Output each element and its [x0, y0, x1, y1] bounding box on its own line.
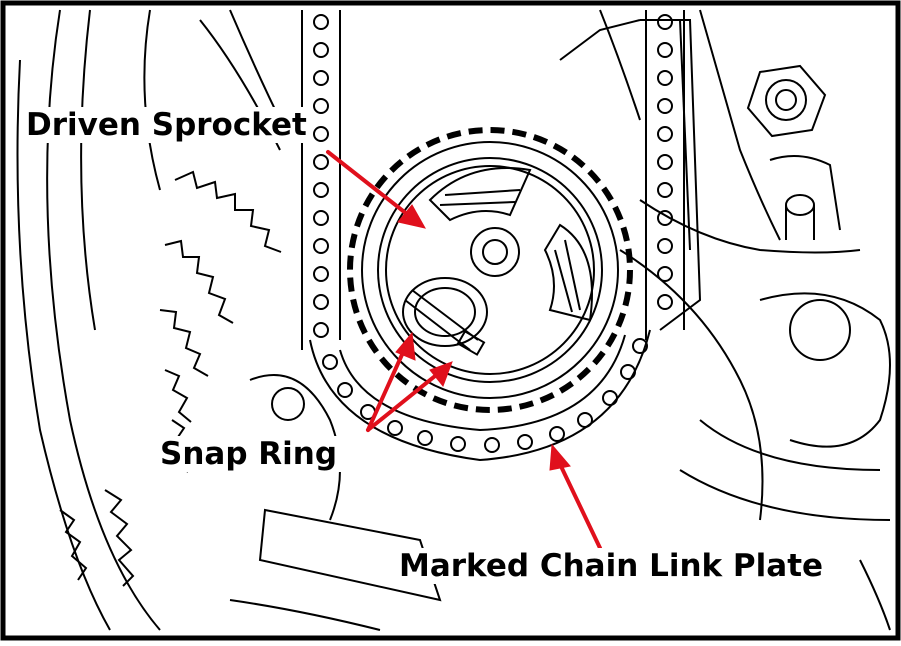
bottom-left-teeth	[59, 489, 135, 587]
callout-arrows	[326, 150, 602, 550]
arrow-marked-link-head	[549, 443, 571, 471]
left-chain	[301, 10, 341, 350]
driven-sprocket-label: Driven Sprocket	[22, 107, 311, 143]
arrow-snap-ring-2	[366, 370, 442, 432]
snap-ring	[402, 277, 488, 356]
lower-bracket	[229, 374, 442, 631]
right-chain	[645, 10, 685, 340]
bottom-chain	[309, 329, 651, 462]
arrow-snap-ring-1	[366, 346, 407, 432]
bolt	[746, 64, 841, 240]
arrow-snap-ring-2-head	[429, 361, 453, 387]
arrow-marked-link	[556, 458, 602, 550]
marked-chain-link-plate-label: Marked Chain Link Plate	[395, 548, 828, 584]
arrow-snap-ring-1-head	[395, 331, 416, 361]
driven-sprocket	[347, 127, 633, 413]
snap-ring-label: Snap Ring	[156, 436, 342, 472]
housing-right	[599, 9, 891, 631]
arrow-driven-sprocket-head	[397, 204, 426, 229]
arrow-driven-sprocket	[326, 150, 414, 220]
